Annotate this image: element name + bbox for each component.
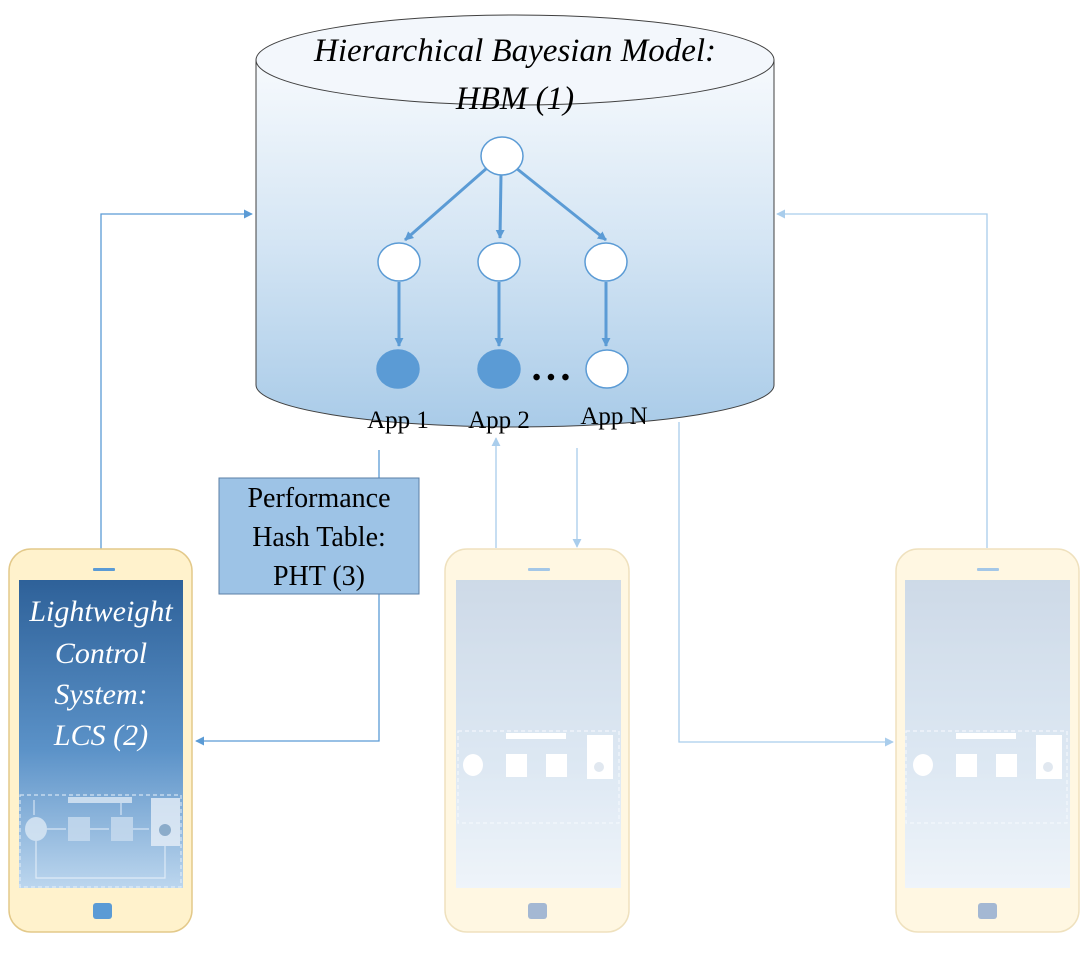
lcs-line3: System: <box>54 678 147 711</box>
control-loop-diagram <box>19 794 182 888</box>
app2-node <box>477 349 521 389</box>
pht-line1: Performance <box>247 483 390 514</box>
latent-node-2 <box>477 242 521 282</box>
edge-root-right <box>515 166 607 242</box>
ellipsis-dots: • • • <box>532 365 569 391</box>
home-button <box>978 903 997 919</box>
app2-label: App 2 <box>468 407 530 434</box>
hbm-title-line2: HBM (1) <box>455 81 574 117</box>
pht-line3: PHT (3) <box>273 561 365 592</box>
root-node <box>480 136 524 176</box>
latent-node-1 <box>377 242 421 282</box>
lcs-line1: Lightweight <box>28 595 173 628</box>
home-button <box>93 903 112 919</box>
lcs-line2: Control <box>55 637 147 670</box>
phone-speaker <box>93 568 115 571</box>
home-button <box>528 903 547 919</box>
control-loop-diagram <box>457 730 620 824</box>
app1-node <box>376 349 420 389</box>
phone-lcs <box>8 548 193 933</box>
phone-app-2 <box>444 548 630 933</box>
pht-line2: Hash Table: <box>252 522 386 553</box>
edge-root-left <box>404 166 488 242</box>
hbm-title-line1: Hierarchical Bayesian Model: <box>313 33 716 69</box>
app1-label: App 1 <box>367 407 429 434</box>
arrow-hbm-to-phone3 <box>678 422 894 747</box>
phone-speaker <box>977 568 999 571</box>
latent-node-n <box>584 242 628 282</box>
pht-box <box>218 477 420 595</box>
arrow-phone3-to-hbm <box>776 209 988 548</box>
phone-app-n <box>895 548 1080 933</box>
phone-speaker <box>528 568 550 571</box>
appn-node <box>585 349 629 389</box>
arrow-lcs-to-hbm <box>100 209 253 550</box>
edge-root-mid <box>495 174 505 239</box>
appn-label: App N <box>580 403 647 430</box>
lcs-line4: LCS (2) <box>53 719 148 752</box>
hbm-cylinder <box>255 14 775 428</box>
control-loop-diagram <box>905 730 1068 824</box>
hbm-tree-edges <box>394 166 611 347</box>
